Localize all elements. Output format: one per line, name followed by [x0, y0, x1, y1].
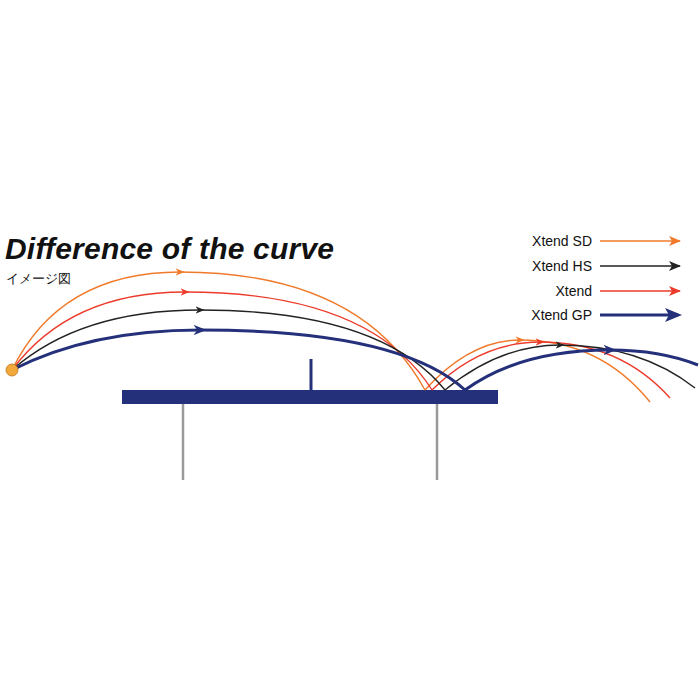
net [310, 359, 313, 390]
legend-line [600, 314, 678, 317]
gp-curve [12, 330, 465, 390]
trajectories [12, 272, 698, 402]
legend-arrowhead [669, 236, 681, 246]
gp-bounce [465, 350, 698, 390]
legend-line [600, 265, 680, 266]
ball [6, 364, 18, 376]
legend-arrowhead [665, 308, 682, 322]
legend-arrowhead [669, 261, 681, 271]
legend-text: Xtend HS [532, 258, 592, 274]
legend-text: Xtend GP [531, 307, 592, 323]
diagram-title: Difference of the curve [5, 232, 334, 266]
hs-curve [12, 310, 445, 390]
table-top [122, 390, 498, 404]
legend-text: Xtend [555, 283, 592, 299]
legend-line [600, 290, 680, 291]
legend-text: Xtend SD [532, 233, 592, 249]
subtitle-label: イメージ図 [6, 270, 71, 288]
legend-samples [600, 236, 682, 322]
xtend-curve [12, 292, 432, 390]
table-leg [182, 404, 185, 480]
legend-line [600, 240, 680, 241]
legend-arrowhead [669, 286, 681, 296]
table-leg [436, 404, 439, 480]
